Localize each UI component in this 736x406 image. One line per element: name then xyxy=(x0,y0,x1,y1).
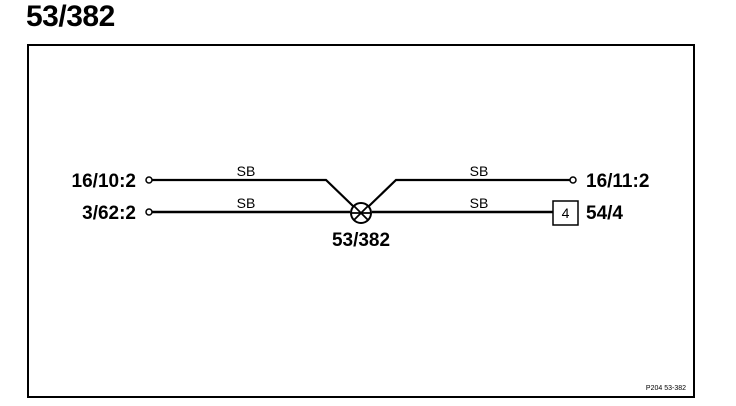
wire-left-bottom-color: SB xyxy=(237,195,256,211)
terminal-right-top-icon xyxy=(569,176,577,184)
wire-left-bottom[interactable] xyxy=(145,208,350,216)
wire-left-top-color: SB xyxy=(237,163,256,179)
splice-label: 53/382 xyxy=(332,230,390,251)
terminal-left-bottom-label: 3/62:2 xyxy=(82,203,136,224)
terminal-left-bottom-icon xyxy=(145,208,153,216)
wire-right-top[interactable] xyxy=(368,176,577,207)
diagram-frame xyxy=(27,44,695,398)
wire-left-top[interactable] xyxy=(145,176,354,207)
terminal-left-top-label: 16/10:2 xyxy=(72,171,136,192)
connector-pin-label: 4 xyxy=(562,205,570,221)
page-title: 53/382 xyxy=(26,0,115,33)
wire-right-top-color: SB xyxy=(470,163,489,179)
wire-right-bottom-color: SB xyxy=(470,195,489,211)
terminal-right-bottom-label: 54/4 xyxy=(586,203,623,224)
splice-icon[interactable] xyxy=(350,202,372,224)
connector-box[interactable] xyxy=(552,200,579,226)
terminal-left-top-icon xyxy=(145,176,153,184)
terminal-right-top-label: 16/11:2 xyxy=(586,171,649,192)
drawing-reference: P204 53-382 xyxy=(646,385,686,392)
